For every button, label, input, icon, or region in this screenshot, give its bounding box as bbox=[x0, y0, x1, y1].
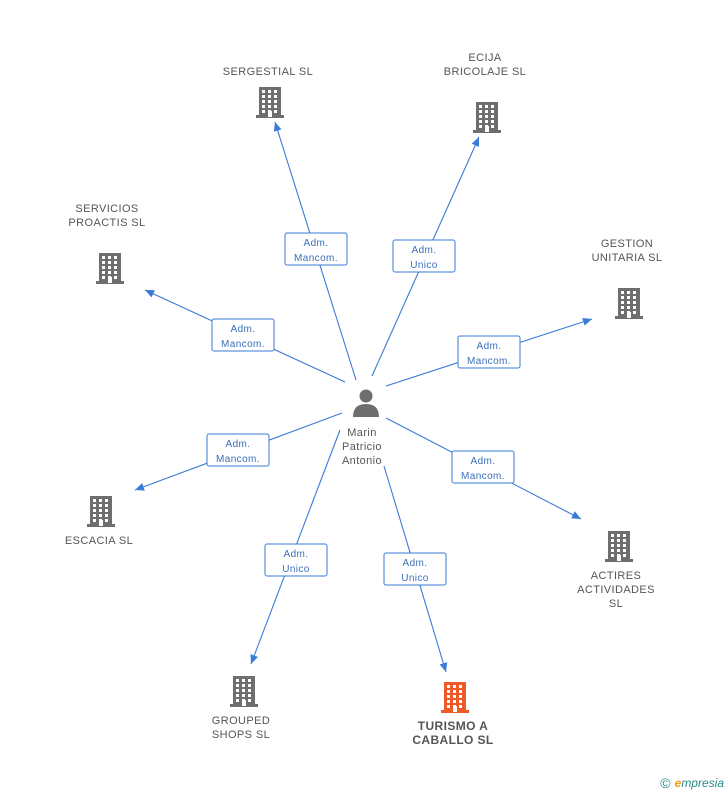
company-name-actires-line: ACTIVIDADES bbox=[577, 584, 655, 596]
building-icon-servicios[interactable] bbox=[96, 253, 124, 284]
company-name-actires: ACTIRES ACTIVIDADES SL bbox=[577, 570, 655, 610]
relation-box-turismo[interactable]: Adm. Unico bbox=[383, 552, 447, 586]
building-icon-escacia[interactable] bbox=[87, 496, 115, 527]
relation-text: Adm. bbox=[403, 558, 428, 569]
building-icon-ecija[interactable] bbox=[473, 102, 501, 133]
building-icon-actires[interactable] bbox=[605, 531, 633, 562]
company-name-gestion-line: UNITARIA SL bbox=[592, 252, 663, 264]
relation-box-gestion[interactable]: Adm. Mancom. bbox=[457, 335, 521, 369]
company-name-grouped: GROUPED SHOPS SL bbox=[212, 715, 270, 741]
company-name-servicios: SERVICIOS PROACTIS SL bbox=[68, 203, 145, 229]
arrow-grouped bbox=[250, 654, 258, 664]
copyright-symbol: © bbox=[660, 775, 671, 791]
arrow-actires bbox=[571, 511, 581, 519]
arrow-gestion bbox=[582, 317, 592, 326]
building-icon-grouped[interactable] bbox=[230, 676, 258, 707]
arrow-ecija bbox=[471, 137, 479, 147]
building-icon-turismo[interactable] bbox=[441, 682, 469, 713]
company-name-grouped-line: GROUPED bbox=[212, 715, 270, 727]
company-name-turismo-line: TURISMO A bbox=[418, 719, 489, 733]
company-name-escacia-line: ESCACIA SL bbox=[65, 535, 133, 547]
person-name-line: Patricio bbox=[342, 441, 382, 453]
relation-text: Adm. bbox=[226, 439, 251, 450]
company-name-gestion: GESTION UNITARIA SL bbox=[592, 238, 663, 264]
relation-text: Unico bbox=[401, 573, 429, 584]
relation-text: Adm. bbox=[471, 456, 496, 467]
company-name-turismo-line: CABALLO SL bbox=[412, 733, 493, 747]
company-name-actires-line: SL bbox=[609, 598, 623, 610]
brand-name: empresia bbox=[674, 776, 724, 790]
relation-text: Mancom. bbox=[216, 454, 260, 465]
arrow-turismo bbox=[439, 662, 448, 672]
arrow-escacia bbox=[135, 483, 145, 491]
relation-box-ecija[interactable]: Adm. Unico bbox=[392, 239, 456, 273]
relation-box-grouped[interactable]: Adm. Unico bbox=[264, 543, 328, 577]
relation-text: Mancom. bbox=[221, 339, 265, 350]
arrow-servicios bbox=[145, 290, 155, 298]
company-name-servicios-line: PROACTIS SL bbox=[68, 217, 145, 229]
company-name-sergestial: SERGESTIAL SL bbox=[223, 66, 313, 78]
person-name-line: Marin bbox=[347, 427, 377, 439]
company-name-escacia: ESCACIA SL bbox=[65, 535, 133, 547]
building-icon-sergestial[interactable] bbox=[256, 87, 284, 118]
relation-box-escacia[interactable]: Adm. Mancom. bbox=[206, 433, 270, 467]
relation-box-sergestial[interactable]: Adm. Mancom. bbox=[284, 232, 348, 266]
relation-text: Adm. bbox=[412, 245, 437, 256]
relation-text: Adm. bbox=[284, 549, 309, 560]
company-name-gestion-line: GESTION bbox=[601, 238, 653, 250]
relation-text: Mancom. bbox=[294, 253, 338, 264]
company-name-servicios-line: SERVICIOS bbox=[75, 203, 138, 215]
company-name-grouped-line: SHOPS SL bbox=[212, 729, 270, 741]
building-icon-gestion[interactable] bbox=[615, 288, 643, 319]
relation-text: Mancom. bbox=[461, 471, 505, 482]
relation-text: Adm. bbox=[304, 238, 329, 249]
arrow-sergestial bbox=[273, 122, 282, 132]
company-name-ecija: ECIJA BRICOLAJE SL bbox=[444, 52, 526, 78]
relation-box-actires[interactable]: Adm. Mancom. bbox=[451, 450, 515, 484]
company-name-actires-line: ACTIRES bbox=[591, 570, 641, 582]
person-name-line: Antonio bbox=[342, 455, 382, 467]
relation-text: Adm. bbox=[231, 324, 256, 335]
person-icon[interactable] bbox=[353, 389, 379, 418]
footer-brand[interactable]: © empresia bbox=[660, 775, 724, 791]
relation-text: Mancom. bbox=[467, 356, 511, 367]
relation-box-servicios[interactable]: Adm. Mancom. bbox=[211, 318, 275, 352]
company-name-sergestial-line: SERGESTIAL SL bbox=[223, 66, 313, 78]
company-name-ecija-line: BRICOLAJE SL bbox=[444, 66, 526, 78]
relation-text: Adm. bbox=[477, 341, 502, 352]
relation-text: Unico bbox=[282, 564, 310, 575]
company-name-ecija-line: ECIJA bbox=[468, 52, 501, 64]
relation-text: Unico bbox=[410, 260, 438, 271]
